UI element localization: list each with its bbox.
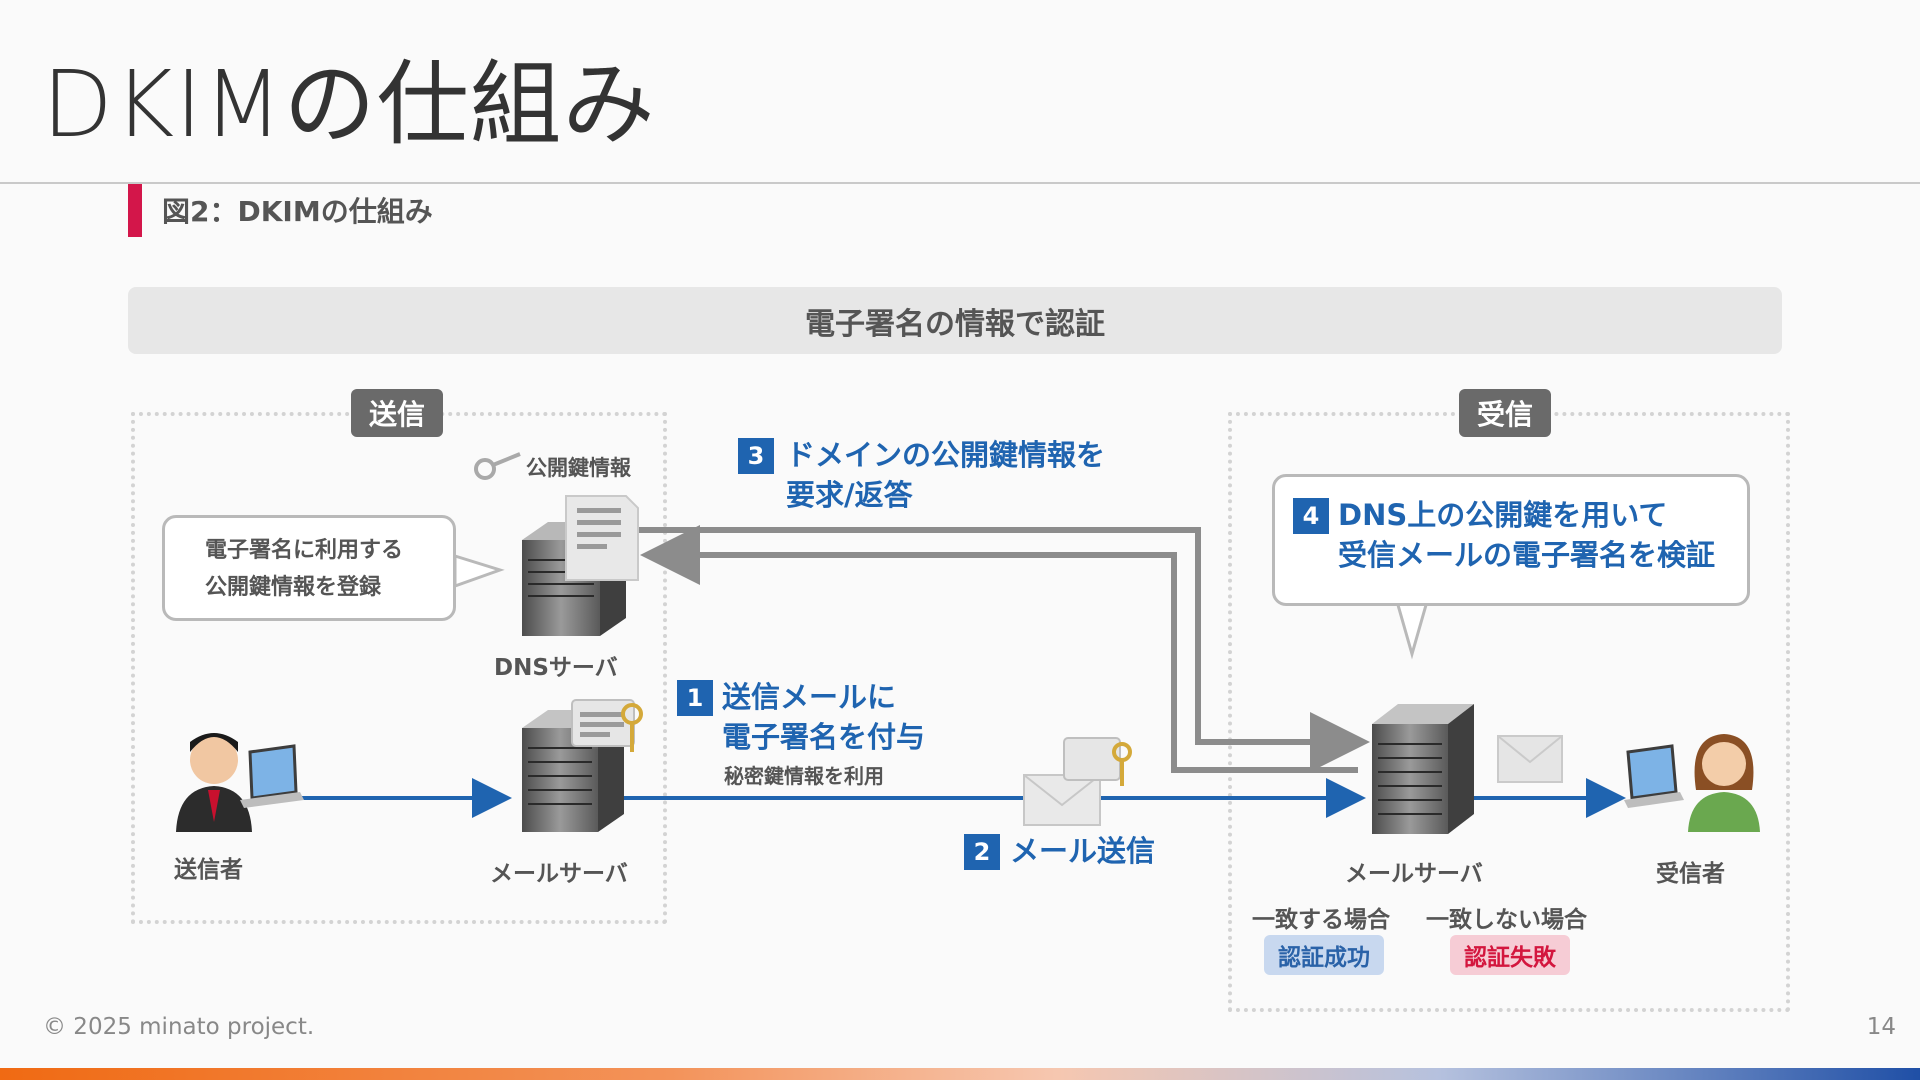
left-bubble-tail xyxy=(453,553,505,589)
bubble-line: 公開鍵情報を登録 xyxy=(205,575,382,600)
page-number: 14 xyxy=(1866,1014,1896,1040)
sender-person-icon xyxy=(176,733,304,832)
step-3-line: 要求/返答 xyxy=(786,478,913,512)
step-1-line: 送信メールに xyxy=(722,680,897,714)
sender-mail-server-icon xyxy=(522,710,624,832)
footer-copyright: © 2025 minato project. xyxy=(43,1014,315,1040)
dns-query-arrows xyxy=(638,525,1370,773)
receive-zone-tag: 受信 xyxy=(1459,389,1551,437)
step-1-note: 秘密鍵情報を利用 xyxy=(724,764,884,788)
document-icon xyxy=(565,495,639,581)
banner: 電子署名の情報で認証 xyxy=(128,287,1782,354)
bubble-line: 電子署名に利用する xyxy=(205,538,404,563)
public-key-icon xyxy=(474,452,521,480)
figure-caption: 図2：DKIMの仕組み xyxy=(162,195,433,228)
send-zone-tag: 送信 xyxy=(351,389,443,437)
footer-gradient-bar xyxy=(0,1068,1920,1080)
sender-label: 送信者 xyxy=(174,857,243,883)
receiver-person-icon xyxy=(1624,734,1760,832)
public-key-label: 公開鍵情報 xyxy=(526,456,631,480)
step-4-line: 受信メールの電子署名を検証 xyxy=(1338,538,1716,572)
step-4-text: DNS上の公開鍵を用いて 受信メールの電子署名を検証 xyxy=(1338,495,1715,575)
dns-registration-bubble: 電子署名に利用する 公開鍵情報を登録 xyxy=(162,515,456,621)
match-label: 一致する場合 xyxy=(1252,907,1390,933)
dns-server-label: DNSサーバ xyxy=(494,655,618,681)
receiver-mail-server-label: メールサーバ xyxy=(1345,861,1483,887)
step-1-text: 送信メールに 電子署名を付与 xyxy=(722,677,925,757)
receiver-mail-server-icon xyxy=(1372,704,1474,834)
secret-key-icon xyxy=(571,699,643,752)
mismatch-label: 一致しない場合 xyxy=(1426,907,1587,933)
step-1-line: 電子署名を付与 xyxy=(722,720,926,754)
caption-marker xyxy=(128,184,142,237)
step-4-badge: 4 xyxy=(1293,498,1329,534)
step-3-badge: 3 xyxy=(738,438,774,474)
signed-mail-icon xyxy=(1023,737,1132,826)
step-1-badge: 1 xyxy=(677,680,713,716)
delivered-mail-icon xyxy=(1497,735,1563,783)
receiver-label: 受信者 xyxy=(1656,861,1725,887)
step-2-badge: 2 xyxy=(964,834,1000,870)
verification-bubble xyxy=(1272,474,1750,606)
step-3-text: ドメインの公開鍵情報を 要求/返答 xyxy=(786,435,1105,515)
banner-text: 電子署名の情報で認証 xyxy=(805,306,1105,342)
page-title: DKIMの仕組み xyxy=(42,51,656,158)
step-2-text: メール送信 xyxy=(1010,834,1156,868)
auth-failure-badge: 認証失敗 xyxy=(1450,935,1570,975)
step-4-line: DNS上の公開鍵を用いて xyxy=(1338,498,1668,532)
right-bubble-tail xyxy=(1394,596,1430,660)
title-divider xyxy=(0,182,1920,184)
auth-success-badge: 認証成功 xyxy=(1264,935,1384,975)
step-3-line: ドメインの公開鍵情報を xyxy=(786,438,1106,472)
sender-mail-server-label: メールサーバ xyxy=(490,861,628,887)
